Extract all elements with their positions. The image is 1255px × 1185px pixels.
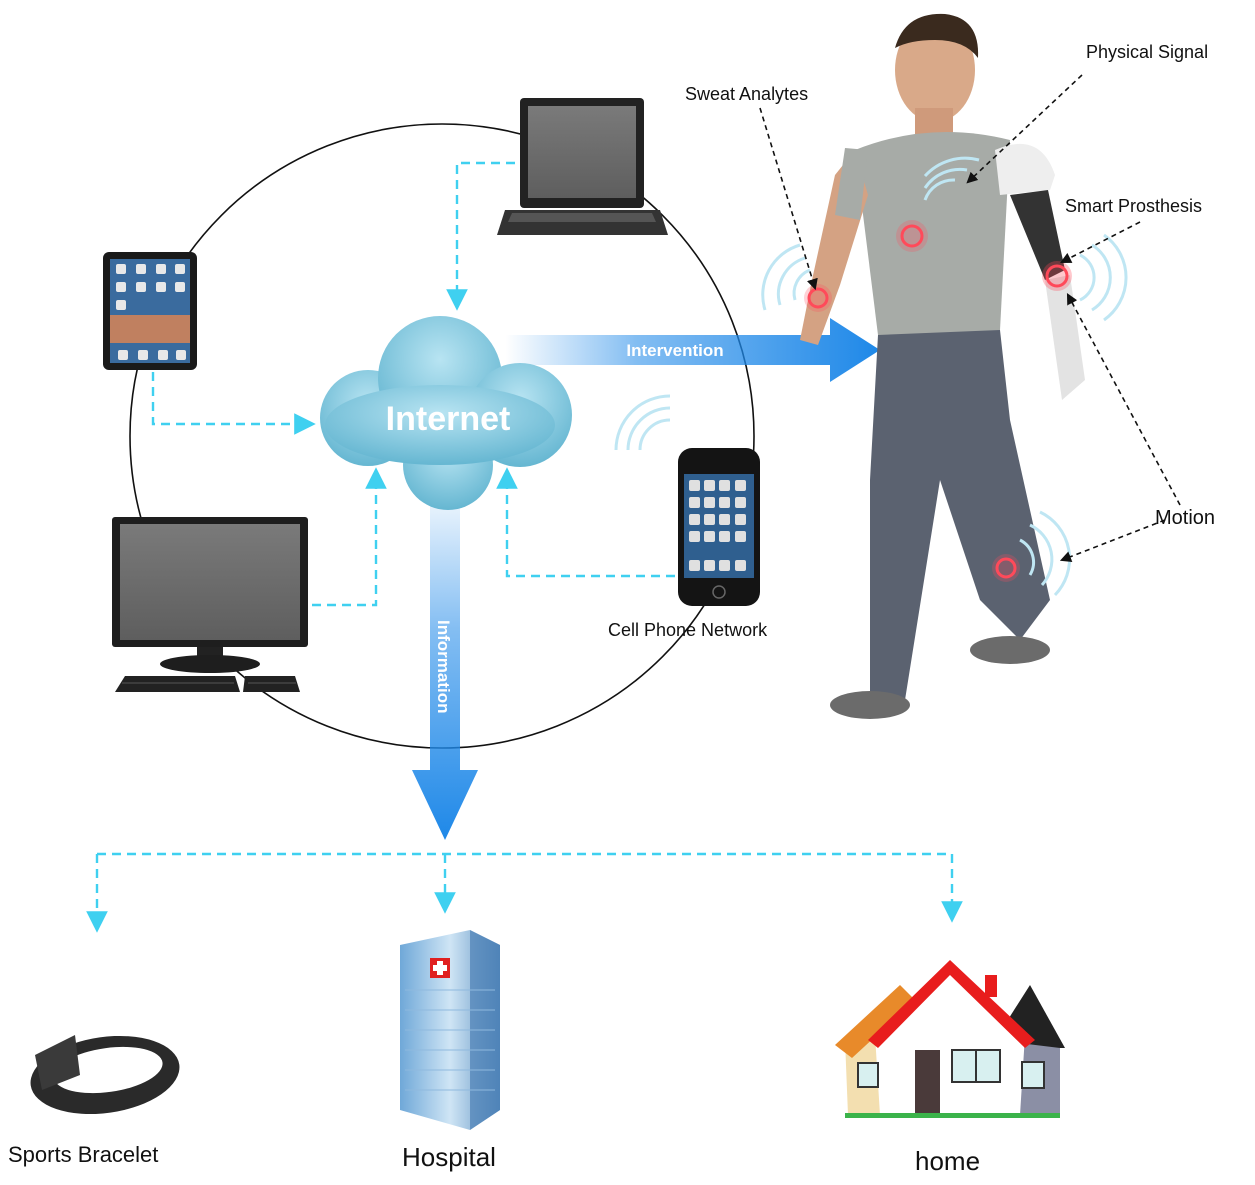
internet-label: Internet: [386, 400, 511, 438]
sports-bracelet-label: Sports Bracelet: [8, 1142, 159, 1167]
physical-signal-label: Physical Signal: [1086, 42, 1209, 62]
intervention-label: Intervention: [626, 341, 723, 360]
smart-prosthesis-label: Smart Prosthesis: [1065, 196, 1203, 216]
hospital-label: Hospital: [402, 1142, 496, 1172]
body-signal-arcs: [761, 156, 1128, 597]
dashed-connectors: [86, 161, 963, 933]
home-label: home: [915, 1146, 981, 1176]
sensor-dots: [804, 220, 1072, 582]
intervention-arrow: Intervention: [505, 318, 880, 382]
wifi-signal-icon: [614, 394, 671, 451]
smartphone-icon: [678, 448, 760, 606]
sweat-analytes-label: Sweat Analytes: [685, 84, 809, 104]
keyboard-icon: [115, 676, 240, 692]
information-label: Information: [434, 620, 453, 714]
callout-arrows: [759, 74, 1181, 562]
sports-bracelet-icon: [30, 1035, 180, 1115]
cell-phone-network-label: Cell Phone Network: [608, 620, 768, 640]
tablet-icon: [103, 252, 197, 370]
internet-cloud: Internet: [320, 316, 572, 510]
person-figure: [800, 13, 1085, 719]
home-house-icon: [835, 960, 1065, 1118]
laptop-icon: [497, 98, 668, 235]
desktop-monitor-icon: [112, 517, 308, 692]
motion-label: Motion: [1155, 507, 1216, 529]
hospital-building-icon: [400, 930, 500, 1130]
information-arrow: Information: [412, 490, 478, 840]
